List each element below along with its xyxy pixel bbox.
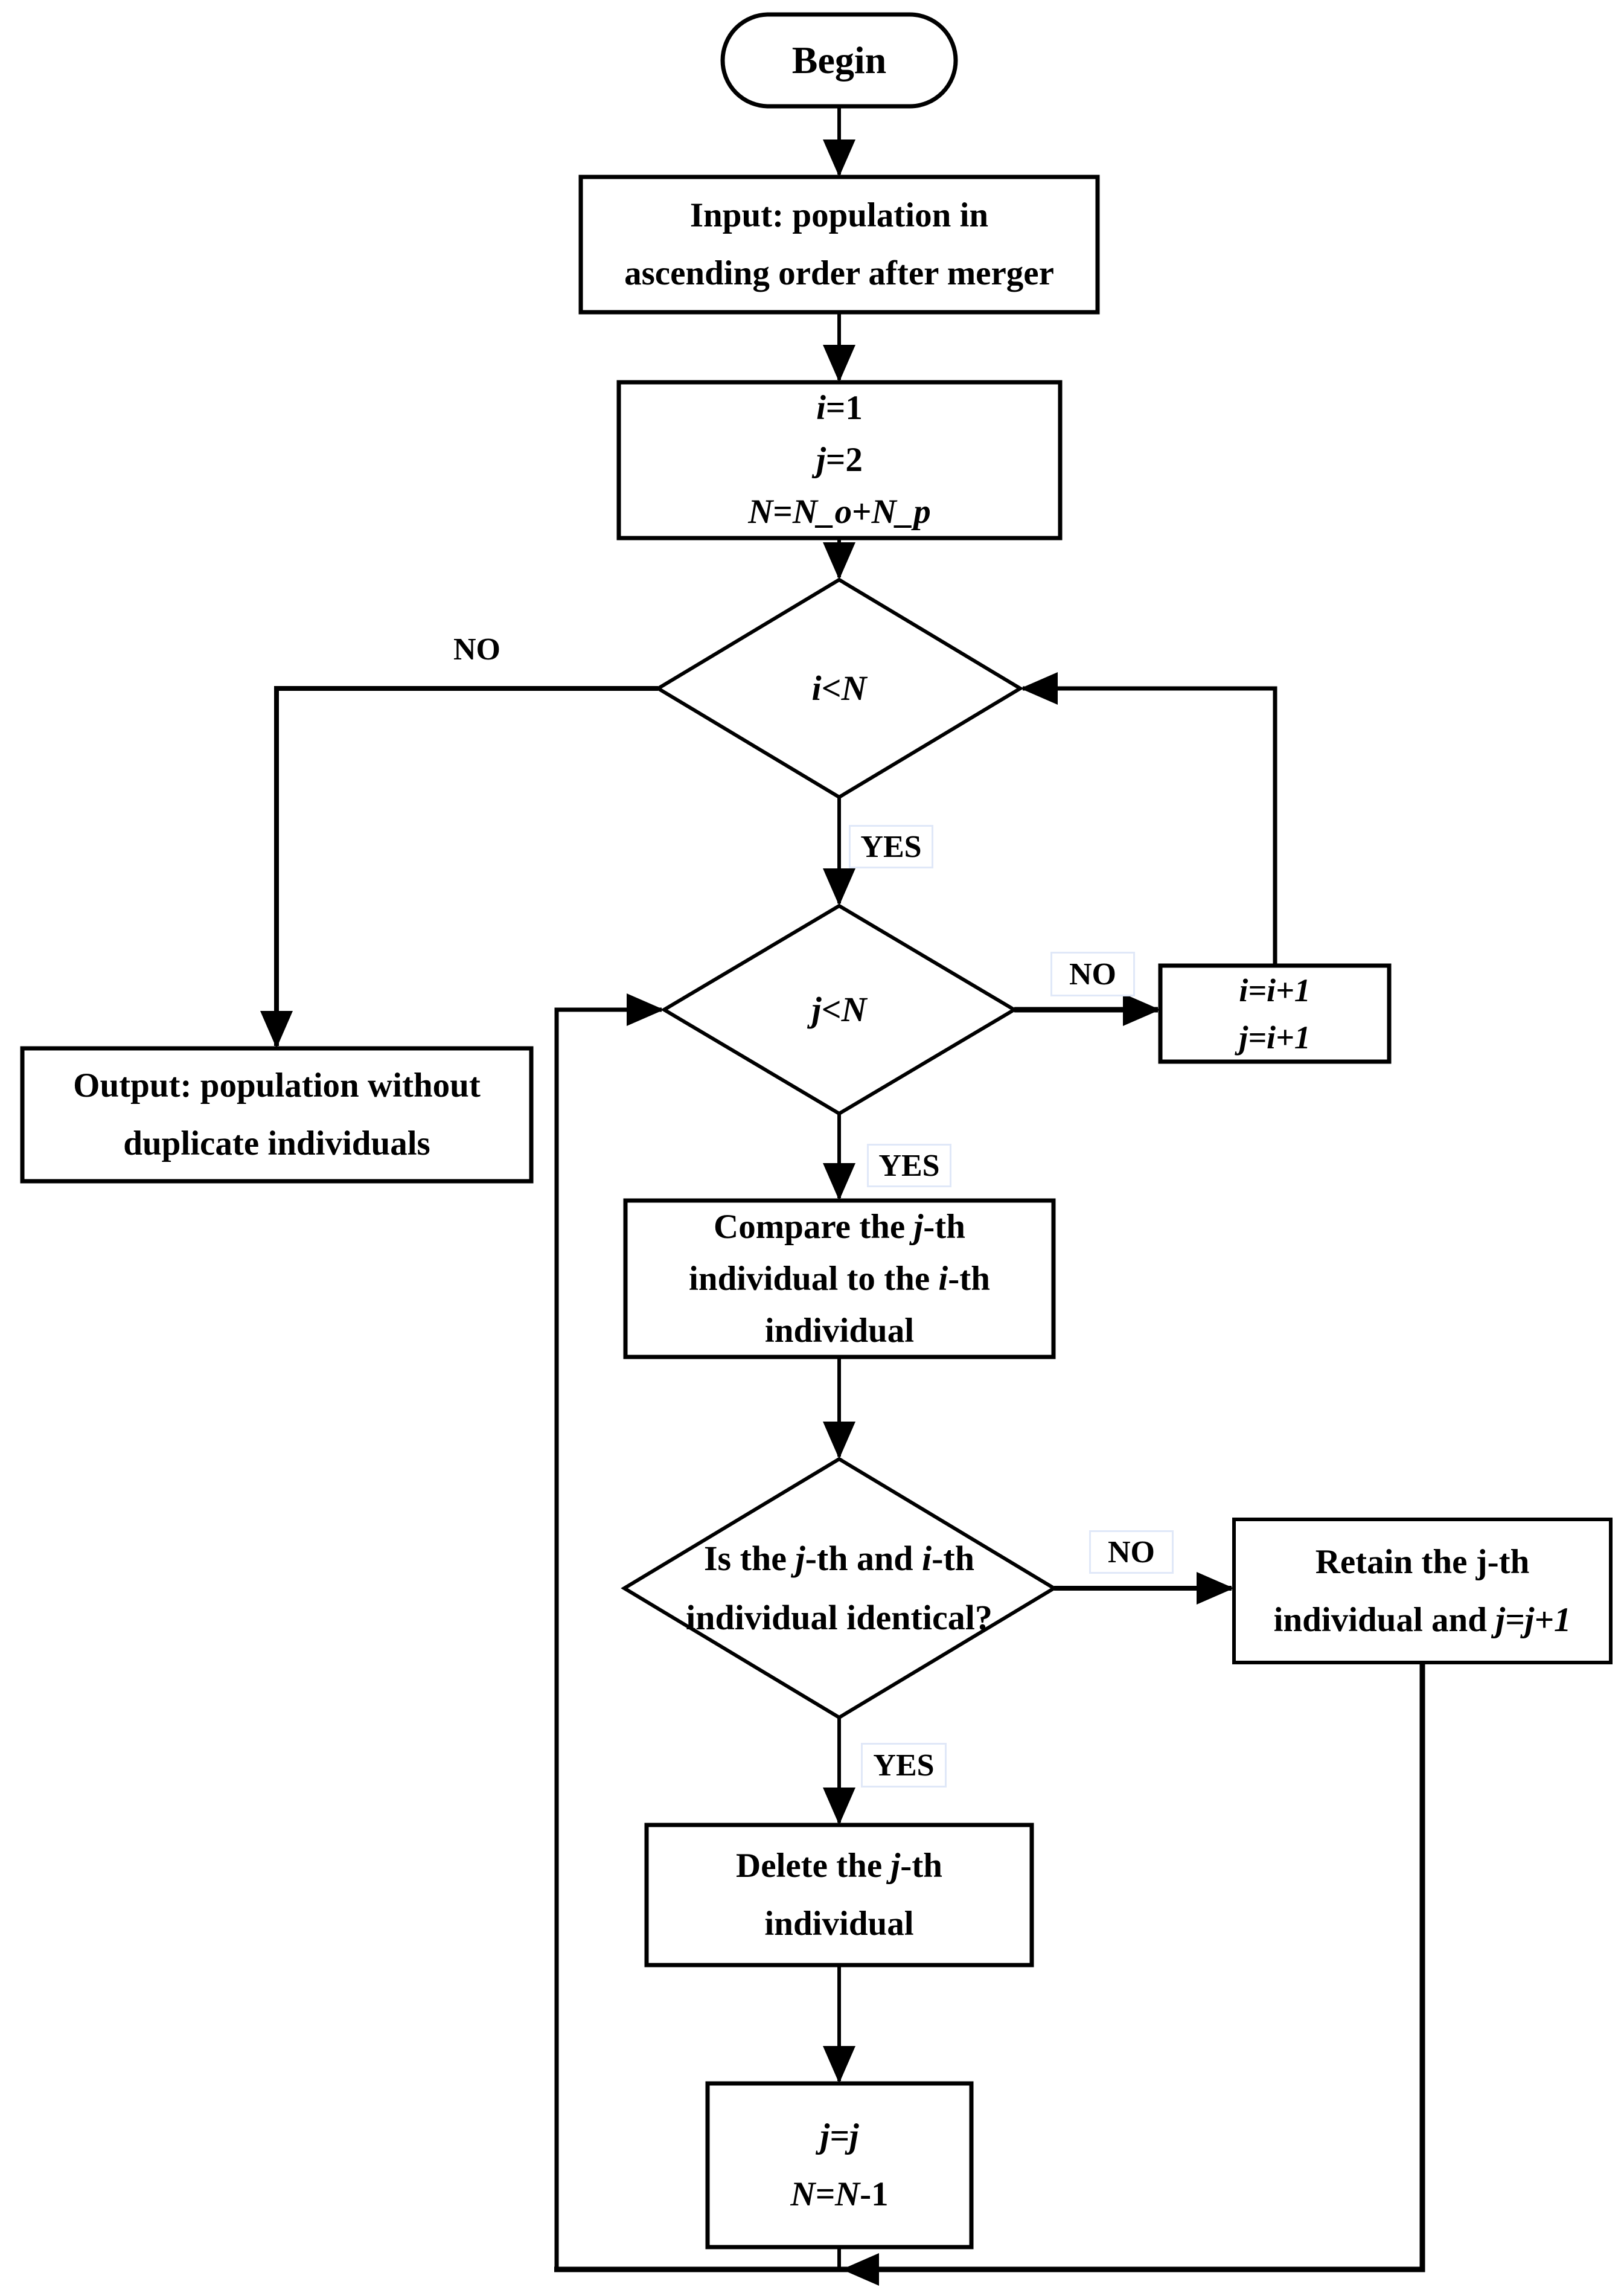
update-shape	[705, 2081, 974, 2250]
edge-label-yes-i: YES	[849, 825, 933, 868]
edge-label-no-identical: NO	[1089, 1530, 1174, 1574]
cond-i-shape	[654, 577, 1024, 800]
begin-shape	[720, 12, 958, 109]
edge-label-yes-j: YES	[867, 1144, 951, 1187]
edge-retain-bottom	[842, 1663, 1425, 2286]
edge-label-yes-identical: YES	[861, 1743, 947, 1788]
init-shape	[616, 380, 1063, 540]
edge-condi-no-output	[260, 686, 658, 1048]
input-shape	[578, 175, 1100, 315]
compare-shape	[623, 1198, 1056, 1359]
output-shape	[20, 1046, 534, 1184]
edge-loop-condj	[554, 993, 664, 2269]
identical-shape	[621, 1457, 1058, 1720]
increment-shape	[1158, 963, 1392, 1064]
retain-shape	[1232, 1518, 1613, 1664]
edge-label-no-i: NO	[453, 632, 500, 667]
cond-j-shape	[660, 903, 1018, 1116]
edge-increment-condi	[1020, 672, 1277, 966]
delete-shape	[644, 1823, 1034, 1967]
edge-label-no-j: NO	[1050, 952, 1135, 996]
